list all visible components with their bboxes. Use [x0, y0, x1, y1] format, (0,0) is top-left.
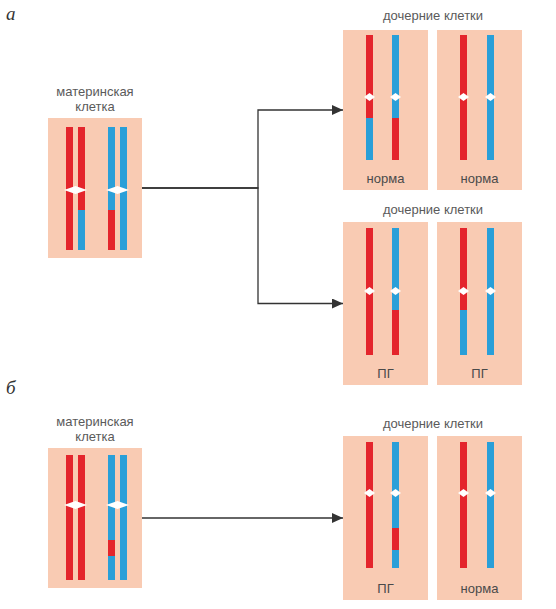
chromatid [366, 442, 373, 568]
daughter-cell: норма [437, 436, 522, 600]
chromatid [120, 127, 127, 250]
chromatid [392, 310, 399, 355]
chromatid [392, 118, 399, 160]
centromere [390, 93, 401, 101]
chromatid [487, 442, 494, 568]
mother-cell: материнская клетка [48, 118, 142, 258]
chromatid [108, 210, 115, 250]
cell-status: норма [461, 581, 499, 596]
chromatid [460, 228, 467, 310]
centromere [64, 501, 87, 509]
chromatid [366, 118, 373, 160]
centromere [458, 287, 469, 295]
centromere [458, 489, 469, 497]
chromatid [66, 127, 73, 250]
daughter-cell: норма [437, 30, 522, 190]
cell-status: ПГ [471, 366, 487, 381]
division-arrow [142, 188, 343, 304]
chromatid [460, 310, 467, 355]
chromatid [487, 228, 494, 355]
division-arrow [142, 110, 343, 188]
chromatid [392, 442, 399, 568]
centromere [364, 287, 375, 295]
centromere [106, 186, 129, 194]
centromere [390, 287, 401, 295]
chromatid-segment [392, 528, 399, 550]
centromere [364, 489, 375, 497]
panel-letter: а [6, 4, 36, 24]
centromere [106, 501, 129, 509]
chromatid [78, 455, 85, 580]
group-heading: дочерние клетки [343, 202, 523, 217]
panel-letter: б [6, 378, 36, 398]
chromatid [460, 442, 467, 568]
cell-status: ПГ [377, 366, 393, 381]
division-arrow [142, 517, 343, 518]
chromosomes-mother-a [64, 127, 129, 250]
chromatid [487, 35, 494, 160]
chromatid-segment [108, 540, 115, 556]
centromere [485, 287, 496, 295]
chromatid [108, 127, 115, 210]
centromere [364, 93, 375, 101]
chromatid [78, 127, 85, 210]
cell-status: норма [461, 171, 499, 186]
chromatid [366, 228, 373, 355]
chromatid [392, 35, 399, 118]
daughter-cell: ПГ [343, 436, 428, 600]
chromosomes-mother-b [64, 455, 129, 580]
chromosomes-daughters-middle [364, 228, 496, 355]
centromere [485, 93, 496, 101]
chromatid [392, 228, 399, 310]
daughter-cell: ПГ [343, 222, 428, 385]
daughter-cell: норма [343, 30, 428, 190]
centromere [458, 93, 469, 101]
chromatid [120, 455, 127, 580]
cell-heading: материнская клетка [40, 414, 150, 444]
group-heading: дочерние клетки [343, 416, 523, 431]
cell-heading: материнская клетка [40, 84, 150, 114]
chromatid [78, 210, 85, 250]
centromere [390, 489, 401, 497]
chromatid [108, 455, 115, 580]
centromere [64, 186, 87, 194]
cell-status: норма [367, 171, 405, 186]
centromere [485, 489, 496, 497]
group-heading: дочерние клетки [343, 8, 523, 23]
daughter-cell: ПГ [437, 222, 522, 385]
chromosomes-daughters-top [364, 35, 496, 160]
chromatid [66, 455, 73, 580]
chromosomes-daughters-b [364, 442, 496, 568]
mother-cell: материнская клетка [48, 448, 142, 588]
cell-status: ПГ [377, 581, 393, 596]
chromatid [460, 35, 467, 160]
chromatid [366, 35, 373, 118]
